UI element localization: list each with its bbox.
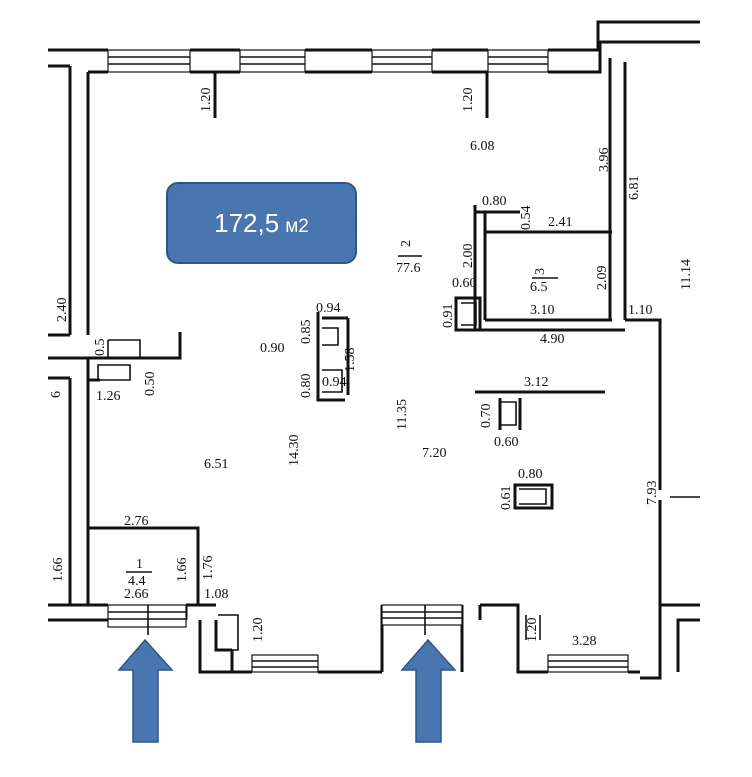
dimension-d-2-00: 2.00 bbox=[461, 244, 476, 269]
dimension-d-2-66: 2.66 bbox=[124, 587, 149, 602]
dimension-d-14-30: 14.30 bbox=[287, 435, 302, 467]
dimension-d-0-80-low: 0.80 bbox=[518, 467, 543, 482]
dimension-d-3-28: 3.28 bbox=[572, 634, 597, 649]
interior-walls bbox=[88, 72, 700, 651]
dimension-d-1-76: 1.76 bbox=[201, 556, 216, 581]
dimension-d-6-81: 6.81 bbox=[627, 176, 642, 201]
room-labels: 2 77.6 3 6.5 1 4.4 bbox=[126, 240, 558, 589]
room-1-area: 4.4 bbox=[128, 574, 146, 589]
dimension-d-0-94-a: 0.94 bbox=[316, 301, 341, 316]
dimension-d-6-08: 6.08 bbox=[470, 139, 495, 154]
total-area-unit: м2 bbox=[285, 215, 309, 237]
dimension-d-1-58: 1.58 bbox=[343, 348, 358, 373]
dimension-d-2-40: 2.40 bbox=[55, 298, 70, 323]
dimension-d-0-60-mid: 0.60 bbox=[494, 435, 519, 450]
dimension-d-1-20-d: 1.20 bbox=[525, 618, 540, 643]
dimension-d-1-20-b: 1.20 bbox=[461, 88, 476, 113]
dimension-d-0-90: 0.90 bbox=[260, 341, 285, 356]
dimension-d-7-93: 7.93 bbox=[645, 481, 660, 506]
total-area-value: 172,5 bbox=[214, 207, 280, 238]
dimension-d-0-91: 0.91 bbox=[441, 304, 456, 329]
dimension-d-1-10: 1.10 bbox=[628, 303, 653, 318]
dimension-d-0-85: 0.85 bbox=[299, 320, 314, 345]
dimension-d-3-96: 3.96 bbox=[597, 148, 612, 173]
entrance-arrow-right bbox=[400, 638, 457, 743]
dimension-d-11-35: 11.35 bbox=[395, 399, 410, 430]
entrance-arrows bbox=[117, 638, 457, 743]
room-2-number: 2 bbox=[399, 240, 414, 247]
room-3-number: 3 bbox=[533, 268, 548, 275]
dimension-d-7-20: 7.20 bbox=[422, 446, 447, 461]
dimension-d-0-60-top: 0.60 bbox=[452, 276, 477, 291]
dimension-d-3-12: 3.12 bbox=[524, 375, 549, 390]
dimension-d-0-70: 0.70 bbox=[479, 404, 494, 429]
dimension-d-6-51: 6.51 bbox=[204, 457, 229, 472]
windows bbox=[107, 49, 629, 673]
dimension-d-1-66-a: 1.66 bbox=[51, 558, 66, 583]
dimension-d-1-66-b: 1.66 bbox=[175, 558, 190, 583]
dimension-d-2-41: 2.41 bbox=[548, 215, 573, 230]
dimension-d-0-61: 0.61 bbox=[499, 486, 514, 511]
dimension-labels: 1.20 1.20 6.08 3.96 6.81 0.80 0.54 2.41 … bbox=[49, 88, 694, 650]
dimension-d-6: 6 bbox=[49, 391, 64, 398]
entrance-arrow-left bbox=[117, 638, 174, 743]
dimension-d-1-20-c: 1.20 bbox=[251, 618, 266, 643]
dimension-d-11-14: 11.14 bbox=[679, 259, 694, 290]
dimension-d-0-50: 0.50 bbox=[143, 372, 158, 397]
dimension-d-0-94-b: 0.94 bbox=[322, 375, 347, 390]
dimension-d-2-09: 2.09 bbox=[595, 266, 610, 291]
dimension-d-4-90: 4.90 bbox=[540, 332, 565, 347]
outer-walls bbox=[48, 20, 700, 680]
dimension-d-2-76: 2.76 bbox=[124, 514, 149, 529]
dimension-d-1-20-a: 1.20 bbox=[199, 88, 214, 113]
room-3-area: 6.5 bbox=[530, 280, 548, 295]
dimension-d-0-80-top: 0.80 bbox=[482, 194, 507, 209]
dimension-d-0-5: 0.5 bbox=[93, 339, 108, 357]
dimension-d-0-80-mid: 0.80 bbox=[299, 374, 314, 399]
dimension-d-1-26: 1.26 bbox=[96, 389, 121, 404]
room-1-number: 1 bbox=[136, 557, 143, 572]
dimension-d-1-08: 1.08 bbox=[204, 587, 229, 602]
dimension-d-3-10: 3.10 bbox=[530, 303, 555, 318]
dimension-d-0-54: 0.54 bbox=[519, 206, 534, 231]
room-2-area: 77.6 bbox=[396, 261, 421, 276]
